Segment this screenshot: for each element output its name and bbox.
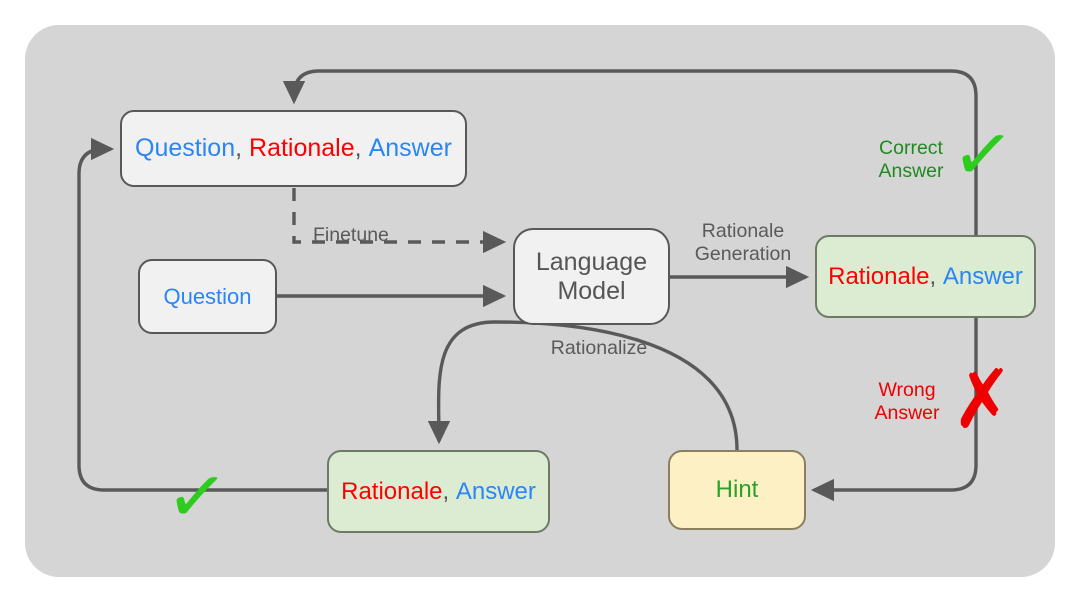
edge-label-rationalize: Rationalize (550, 337, 648, 359)
check-mark-correct-icon: ✓ (947, 109, 1019, 200)
wire-wrong-answer-to-hint (810, 318, 978, 502)
rat-sep-1: , (442, 477, 456, 505)
qra-part-question: Question (135, 134, 236, 162)
edge-label-finetune: Finetune (313, 224, 389, 246)
question-box[interactable]: Question (138, 259, 277, 334)
check-mark-rationalized-icon: ✓ (161, 451, 233, 542)
edge-label-correct-answer: Correct Answer (878, 137, 944, 183)
language-model-line-1: Language (535, 247, 648, 276)
rat-part-rationale: Rationale (341, 477, 443, 505)
language-model-line-2: Model (557, 276, 626, 305)
rationale-answer-generated-box[interactable]: Rationale, Answer (815, 235, 1036, 318)
hint-box[interactable]: Hint (668, 450, 806, 530)
hint-label: Hint (715, 476, 759, 504)
edge-label-wrong-answer: Wrong Answer (874, 379, 940, 425)
question-label: Question (163, 283, 252, 309)
gen-part-rationale: Rationale (828, 262, 930, 290)
rationale-answer-rationalized-box[interactable]: Rationale, Answer (327, 450, 550, 533)
edge-label-rationale-generation: Rationale Generation (694, 220, 792, 266)
qra-sep-1: , (235, 134, 250, 162)
qra-part-rationale: Rationale (249, 134, 355, 162)
wire-rationalize-arc (427, 320, 739, 451)
gen-sep-1: , (929, 262, 943, 290)
gen-part-answer: Answer (942, 262, 1023, 290)
question-rationale-answer-box[interactable]: Question, Rationale, Answer (120, 110, 467, 187)
wire-finetune-dashed (292, 188, 507, 254)
wire-correct-answer-loop (282, 69, 978, 235)
qra-sep-2: , (354, 134, 369, 162)
rat-part-answer: Answer (455, 477, 536, 505)
language-model-box[interactable]: Language Model (513, 228, 670, 325)
qra-part-answer: Answer (368, 134, 452, 162)
cross-mark-wrong-icon: ✗ (947, 352, 1019, 446)
wire-rationalized-to-qra-loop (77, 137, 327, 492)
